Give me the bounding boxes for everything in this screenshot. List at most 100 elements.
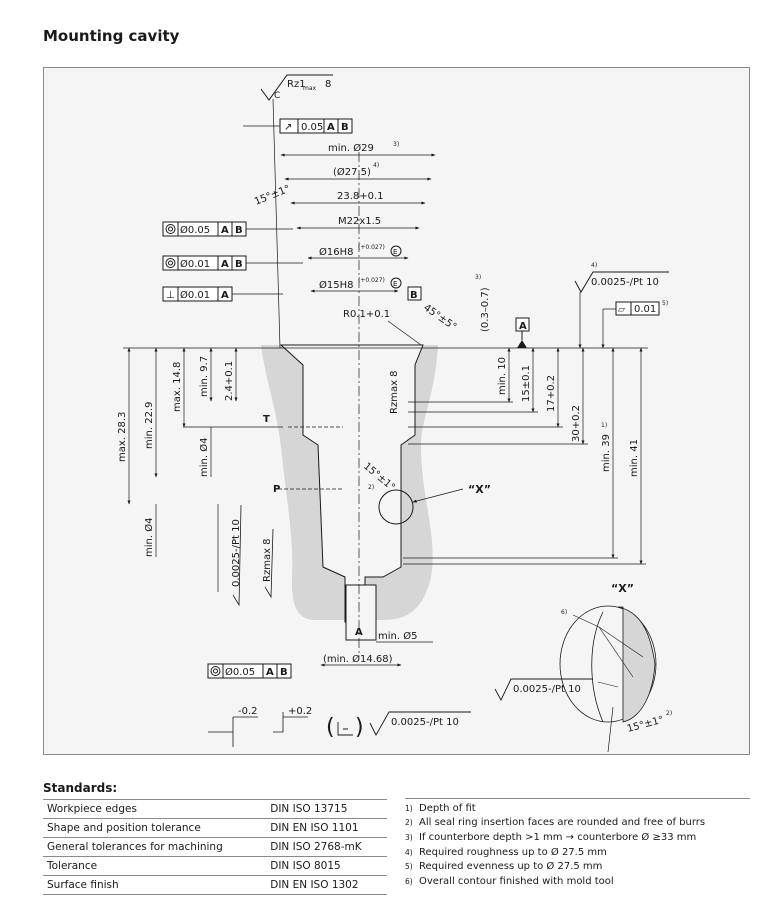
datum-a-flag: A — [519, 321, 527, 332]
dim-30: 30+0.2 — [571, 405, 582, 442]
footnote-text: Required evenness up to Ø 27.5 mm — [419, 861, 603, 873]
concb-datum-a: A — [266, 667, 274, 678]
technical-drawing: Rz1 max 8 C ↗ 0.05 A B min. Ø29 3) (Ø27.… — [117, 74, 672, 753]
depth-03-07: (0.3–0.7) — [480, 287, 491, 332]
footnote-text: All seal ring insertion faces are rounde… — [419, 817, 706, 829]
runout-datum-b: B — [341, 122, 349, 133]
footnote-number: 3) — [405, 832, 413, 842]
edge-minus: -0.2 — [238, 706, 258, 717]
dim-15: 15±0.1 — [521, 365, 532, 402]
footnote-number: 6) — [405, 876, 413, 886]
conc001-datum-b: B — [235, 259, 243, 270]
concentricity-005: Ø0.05 — [180, 224, 210, 236]
page-title: Mounting cavity — [43, 27, 180, 45]
rough-vertical: 0.0025-/Pt 10 — [231, 519, 242, 587]
min-39: min. 39 — [601, 434, 612, 472]
lower-passage — [345, 584, 377, 641]
min-d14-68: (min. Ø14.68) — [323, 653, 393, 665]
concentricity-bottom: Ø0.05 — [225, 666, 255, 678]
footnote-item: 1)Depth of fit — [405, 801, 750, 816]
runout-tolerance: 0.05 — [301, 122, 323, 133]
envelope-e1: E — [393, 248, 397, 256]
min-d4-t: min. Ø4 — [198, 438, 210, 477]
roughness-4: 0.0025-/Pt 10 — [591, 277, 659, 288]
min-d4-p: min. Ø4 — [143, 518, 155, 557]
port-t-label: T — [263, 414, 270, 425]
footnote-number: 5) — [405, 862, 413, 872]
runout-datum-a: A — [327, 122, 335, 133]
std-label: Workpiece edges — [43, 799, 267, 819]
std-value: DIN ISO 2768-mK — [266, 837, 387, 857]
perp-datum-a: A — [221, 290, 229, 301]
std-label: Shape and position tolerance — [43, 818, 267, 838]
runout-icon: ↗ — [284, 122, 292, 133]
datum-c-label: C — [274, 91, 280, 101]
std-label: Tolerance — [43, 856, 267, 876]
max-28-3: max. 28.3 — [117, 412, 128, 462]
rzmax-8-lower: Rzmax 8 — [262, 538, 273, 582]
detail-roughness: 0.0025-/Pt 10 — [513, 684, 581, 695]
min-22-9: min. 22.9 — [144, 402, 155, 449]
footnote-item: 3) If counterbore depth >1 mm → counterbo… — [405, 830, 750, 845]
sup4: 4) — [373, 162, 379, 169]
fn4-ref: 4) — [591, 262, 597, 269]
perpendicularity-001: Ø0.01 — [180, 289, 210, 301]
min-10: min. 10 — [497, 357, 508, 395]
max-14-8: max. 14.8 — [172, 362, 183, 412]
min-9-7: min. 9.7 — [199, 356, 210, 397]
port-p-label: P — [273, 484, 280, 495]
sup2: 2) — [368, 484, 374, 491]
footnote-number: 4) — [405, 847, 413, 857]
footnote-number: 2) — [405, 818, 413, 828]
sup3b: 3) — [475, 274, 481, 281]
footnotes: 1)Depth of fit 2) All seal ring insertion… — [405, 798, 750, 889]
conc001-datum-a: A — [221, 259, 229, 270]
perpendicularity-icon: ⊥ — [166, 290, 175, 301]
dim-2-4: 2.4+0.1 — [224, 361, 235, 401]
footnote-item: 2) All seal ring insertion faces are roun… — [405, 816, 750, 831]
fn6-ref: 6) — [561, 609, 567, 616]
footnote-text: Required roughness up to Ø 27.5 mm — [419, 846, 607, 858]
fn5-ref: 5) — [662, 300, 668, 307]
detail-x-circle — [378, 489, 414, 525]
std-value: DIN ISO 13715 — [266, 799, 387, 819]
std-label: Surface finish — [43, 875, 267, 895]
section-a-label: A — [355, 627, 363, 638]
dim-17: 17+0.2 — [546, 375, 557, 412]
envelope-e2: E — [393, 280, 397, 288]
edge-plus: +0.2 — [288, 706, 312, 717]
footnote-item: 6) Overall contour finished with mold too… — [405, 874, 750, 889]
sup1: 1) — [601, 422, 607, 429]
rz1-sub: max — [303, 85, 317, 92]
d16h8-tol: (+0.027) — [358, 244, 385, 251]
all-around-icon-close: ) — [355, 715, 364, 740]
min-d29-dim: min. Ø29 — [328, 142, 374, 154]
dim-23-8: 23.8+0.1 — [337, 191, 384, 202]
footnote-text: Depth of fit — [419, 802, 476, 814]
footnote-text: Overall contour finished with mold tool — [419, 875, 614, 887]
flatness-001: 0.01 — [634, 304, 656, 315]
d16h8-dim: Ø16H8 — [319, 246, 353, 258]
d15h8-dim: Ø15H8 — [319, 279, 353, 291]
flatness-icon: ▱ — [618, 305, 625, 315]
min-41: min. 41 — [629, 439, 640, 477]
std-value: DIN EN ISO 1302 — [266, 875, 387, 895]
std-value: DIN EN ISO 1101 — [266, 818, 387, 838]
concentricity-001: Ø0.01 — [180, 258, 210, 270]
datum-b-box: B — [410, 290, 418, 301]
x-callout: “X” — [468, 483, 491, 496]
std-value: DIN ISO 8015 — [266, 856, 387, 876]
d27-5-dim: (Ø27.5) — [333, 166, 371, 178]
min-d5: min. Ø5 — [378, 630, 417, 642]
angle-15-label: 15°±1° — [253, 184, 292, 208]
detail-x-section — [617, 606, 656, 723]
rz1-label: Rz1 — [287, 79, 306, 90]
footnote-item: 4) Required roughness up to Ø 27.5 mm — [405, 845, 750, 860]
footnote-text: If counterbore depth >1 mm → counterbore… — [419, 831, 697, 843]
